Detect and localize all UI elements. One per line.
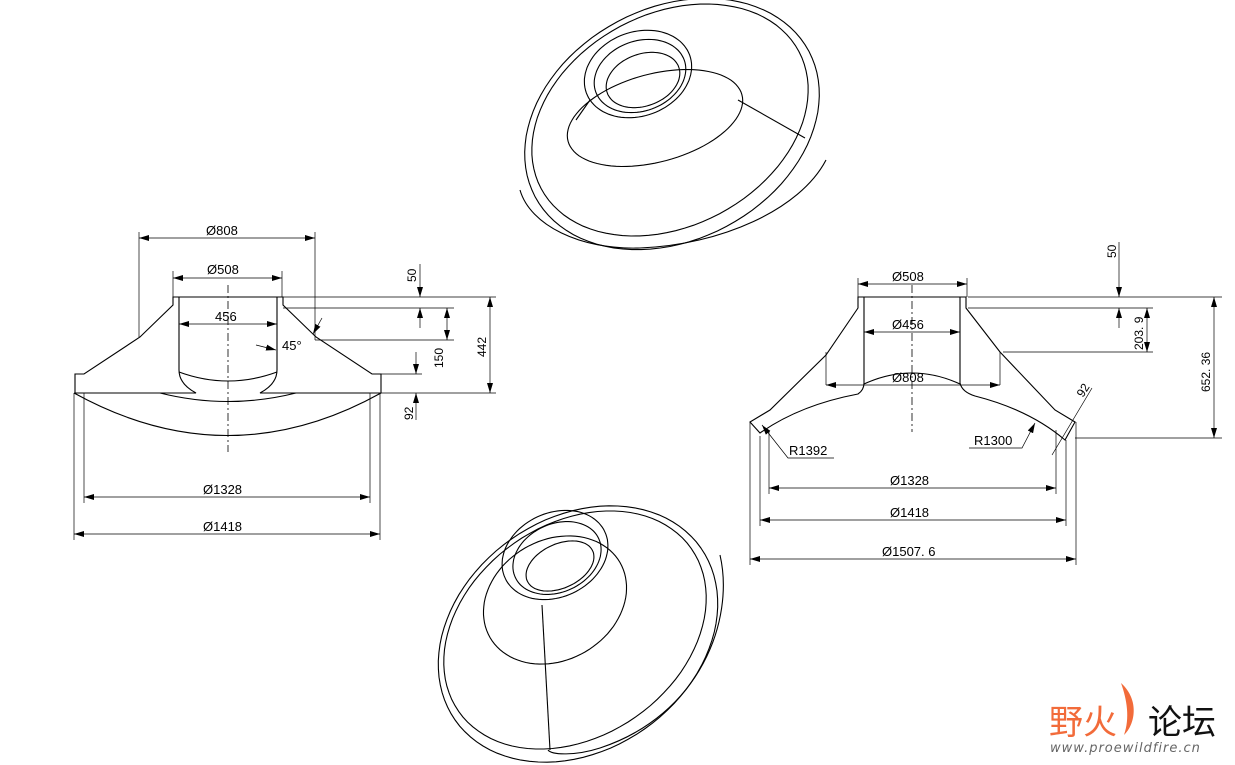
dim-d508: Ø508 [207, 262, 239, 277]
dim-t92: 92 [1074, 381, 1093, 400]
dim-d808-right: Ø808 [892, 370, 924, 385]
neck-outer [501, 509, 609, 601]
cone-base [566, 68, 744, 168]
dim-d808: Ø808 [206, 223, 238, 238]
dim-d508-right: Ø508 [892, 269, 924, 284]
neck-outer [583, 29, 693, 119]
dim-d1418-right: Ø1418 [890, 505, 929, 520]
neck-mid [512, 521, 602, 595]
dim-h50: 50 [405, 268, 419, 282]
neck-inner [525, 540, 595, 592]
dim-h203: 203. 9 [1132, 316, 1146, 350]
outer-rim [524, 0, 820, 251]
dim-d1418: Ø1418 [203, 519, 242, 534]
dim-456: 456 [215, 309, 237, 324]
neck-inner [605, 51, 681, 109]
outer-rim [437, 505, 719, 763]
isometric-view-top [519, 0, 827, 251]
section-view-left: Ø808 Ø508 456 45° 50 150 442 92 Ø1328 Ø1… [73, 223, 496, 540]
flame-icon [1121, 683, 1134, 735]
cone-base [482, 535, 628, 665]
section-view-right: Ø508 Ø456 Ø808 50 203. 9 652. 36 92 R139… [749, 242, 1222, 565]
dim-r1300: R1300 [974, 433, 1012, 448]
dim-h50-right: 50 [1105, 244, 1119, 258]
watermark-url: www.proewildfire.cn [1050, 741, 1201, 756]
watermark-cn-2: 论坛 [1148, 703, 1216, 743]
dim-d456-right: Ø456 [892, 317, 924, 332]
watermark-cn-1: 野火 [1049, 703, 1117, 743]
dim-angle: 45° [282, 338, 302, 353]
isometric-view-bottom [437, 505, 724, 763]
dim-h92: 92 [402, 406, 416, 420]
dim-h150: 150 [432, 348, 446, 368]
neck-mid [593, 38, 687, 114]
dim-r1392: R1392 [789, 443, 827, 458]
dim-h652: 652. 36 [1199, 352, 1213, 392]
watermark-logo: 野火 论坛 www.proewildfire.cn [1049, 683, 1216, 756]
inner-rim [443, 510, 707, 750]
dim-h442: 442 [475, 337, 489, 357]
inner-rim [531, 3, 809, 237]
dim-d1328: Ø1328 [203, 482, 242, 497]
dim-d1328-right: Ø1328 [890, 473, 929, 488]
dim-d1507: Ø1507. 6 [882, 544, 936, 559]
